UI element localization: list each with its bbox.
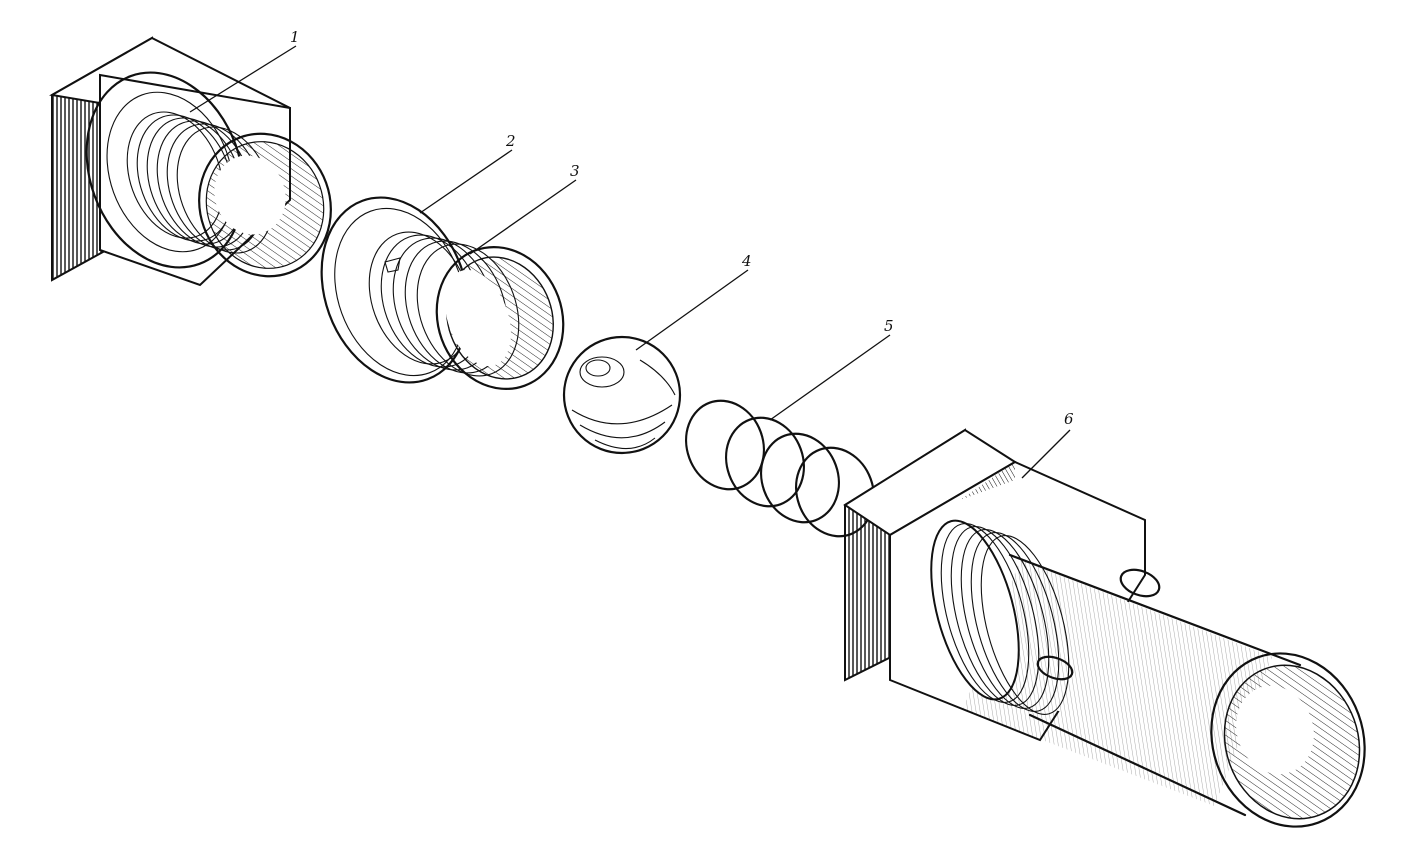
label-3: 3: [570, 162, 580, 180]
callout-2: 2: [419, 132, 516, 214]
label-5: 5: [884, 317, 894, 335]
label-2: 2: [505, 132, 516, 150]
part-2-flanged-seat: [320, 196, 470, 384]
callout-1: 1: [189, 28, 300, 113]
part-4-ball: [562, 335, 682, 455]
callout-6: 6: [1021, 410, 1074, 479]
callout-4: 4: [635, 252, 752, 351]
label-6: 6: [1064, 410, 1074, 428]
part-3-threaded-sleeve: [368, 231, 565, 391]
part-1-threaded-plug: [49, 36, 332, 287]
part-6-valve-body: [843, 428, 1366, 828]
label-1: 1: [290, 28, 300, 46]
callout-3: 3: [469, 162, 580, 255]
label-4: 4: [741, 252, 752, 270]
callout-5: 5: [769, 317, 894, 421]
